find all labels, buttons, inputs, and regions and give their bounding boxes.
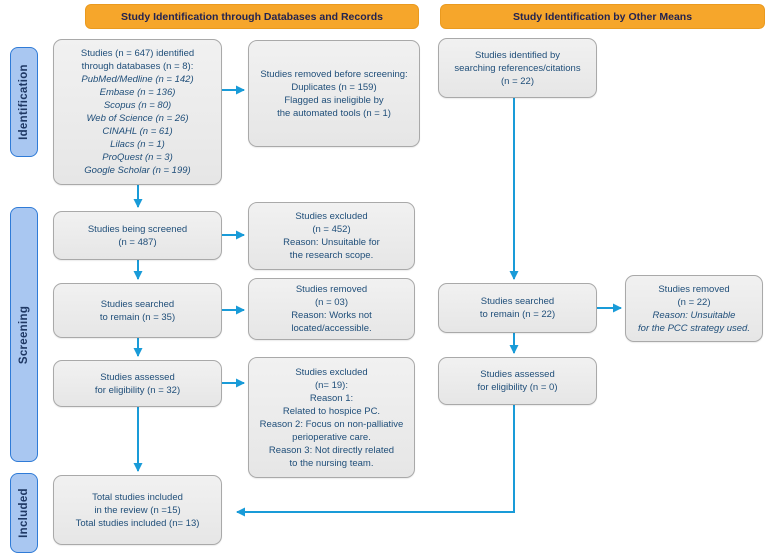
text-line: Studies searched: [100, 298, 175, 310]
sidebar-screening-label: Screening: [18, 305, 30, 364]
box-excluded-452: Studies excluded (n = 452) Reason: Unsuita…: [248, 202, 415, 270]
text-line: to the nursing team.: [289, 457, 374, 469]
text-line: Reason 3: Not directly related: [268, 444, 395, 456]
text-line: Studies removed: [658, 283, 730, 295]
text-line: Duplicates (n = 159): [291, 81, 377, 93]
text-line: (n = 22): [677, 296, 711, 308]
text-line: Web of Science (n = 26): [86, 113, 189, 124]
header-databases-records: Study Identification through Databases a…: [85, 4, 419, 29]
text-line: Total studies included (n= 13): [75, 517, 200, 529]
header-other-means-label: Study Identification by Other Means: [512, 10, 693, 23]
text-line: to remain (n = 22): [479, 309, 556, 320]
sidebar-included-label: Included: [18, 488, 30, 538]
box-being-screened: Studies being screened(n = 487): [53, 211, 222, 260]
text-line: (n = 22): [500, 75, 534, 87]
text-line: (n= 19):: [314, 379, 348, 391]
text-line: for eligibility (n = 0): [477, 382, 558, 393]
text-line: (n = 452): [312, 224, 351, 235]
text-line: for the PCC strategy used.: [638, 322, 750, 334]
box-removed-03: Studies removed (n = 03) Reason: Works not…: [248, 278, 415, 340]
text-line: Studies excluded: [295, 211, 368, 222]
text-line: Studies removed before screening:: [260, 68, 408, 80]
box-database-sources: Studies (n = 647) identified through data…: [53, 39, 222, 185]
text-line: Lilacs (n = 1): [110, 139, 165, 150]
text-line: perioperative care.: [292, 431, 371, 443]
text-line: Reason: Unsuitable: [652, 309, 736, 321]
box-assessed-eligibility-0: Studies assessed for eligibility (n = 0): [438, 357, 597, 405]
text-line: Total studies included: [92, 491, 183, 503]
text-line: the research scope.: [289, 250, 374, 261]
text-line: (n = 03): [314, 297, 348, 308]
text-line: Reason 2: Focus on non-palliative: [259, 418, 404, 430]
box-excluded-19: Studies excluded(n= 19):Reason 1:Related…: [248, 357, 415, 478]
text-line: Studies being screened: [87, 223, 188, 235]
box-removed-22: Studies removed(n = 22)Reason: Unsuitabl…: [625, 275, 763, 342]
box-removed-before-screening: Studies removed before screening:Duplica…: [248, 40, 420, 147]
text-line: Studies excluded: [295, 366, 368, 378]
text-line: Studies assessed: [480, 369, 555, 380]
text-line: searching references/citations: [454, 62, 581, 74]
text-line: Reason 1:: [309, 392, 354, 404]
text-line: located/accessible.: [291, 323, 372, 334]
text-line: to remain (n = 35): [99, 311, 176, 323]
header-other-means: Study Identification by Other Means: [440, 4, 765, 29]
text-line: through databases (n = 8):: [81, 61, 194, 72]
text-line: Reason: Unsuitable for: [283, 237, 380, 248]
text-line: Flagged as ineligible by: [284, 94, 384, 106]
text-line: Google Scholar (n = 199): [84, 165, 191, 176]
text-line: Reason: Works not: [291, 310, 372, 321]
text-line: for eligibility (n = 32): [94, 384, 181, 396]
text-line: the automated tools (n = 1): [277, 107, 391, 119]
text-line: Studies (n = 647) identified: [80, 48, 195, 59]
text-line: Studies assessed: [100, 371, 175, 383]
text-line: (n = 487): [118, 236, 157, 248]
text-line: CINAHL (n = 61): [102, 126, 173, 137]
text-line: Embase (n = 136): [99, 87, 176, 98]
text-line: in the review (n =15): [94, 504, 181, 516]
sidebar-screening: Screening: [10, 207, 38, 462]
text-line: Scopus (n = 80): [103, 100, 172, 111]
text-line: Studies identified by: [474, 49, 561, 61]
sidebar-identification: Identification: [10, 47, 38, 157]
text-line: Studies removed: [295, 284, 368, 295]
header-databases-records-label: Study Identification through Databases a…: [121, 10, 383, 23]
box-searched-remain-22: Studies searched to remain (n = 22): [438, 283, 597, 333]
sidebar-identification-label: Identification: [18, 64, 31, 140]
text-line: Related to hospice PC.: [282, 405, 381, 417]
text-line: PubMed/Medline (n = 142): [81, 74, 194, 85]
sidebar-included: Included: [10, 473, 38, 553]
text-line: Studies searched: [480, 296, 555, 307]
text-line: ProQuest (n = 3): [102, 152, 173, 163]
